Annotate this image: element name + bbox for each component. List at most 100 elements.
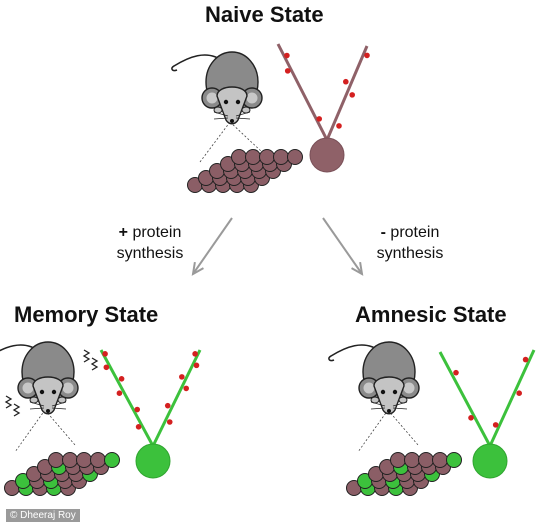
mouse-whisker	[392, 401, 408, 407]
dendritic-spine	[183, 385, 189, 392]
mouse-right-ear-inner	[403, 382, 415, 394]
title-amnesic-state: Amnesic State	[355, 302, 507, 327]
label-plus-protein-synthesis: + protein synthesis	[100, 222, 200, 264]
arrow-to-amnesic	[322, 217, 364, 276]
inactive-cell	[287, 149, 303, 165]
mouse-head	[32, 376, 64, 415]
mouse-whisker	[370, 407, 386, 410]
mouse-right-eye	[235, 99, 241, 105]
dendritic-spine	[118, 376, 125, 382]
inactive-cell	[245, 149, 261, 165]
gaze-lines-amnesic	[357, 409, 389, 453]
mouse-right-eye	[51, 389, 57, 395]
inactive-cell	[48, 452, 64, 468]
mouse-left-ear-inner	[22, 382, 34, 394]
dendritic-spine	[284, 68, 291, 74]
arrow-head	[351, 261, 364, 276]
dendritic-spine	[166, 419, 173, 425]
neuron-soma	[309, 137, 345, 173]
label-minus-protein-synthesis: - protein synthesis	[360, 222, 460, 264]
inactive-cell	[90, 452, 106, 468]
inactive-cell	[418, 452, 434, 468]
gaze-lines-amnesic	[387, 409, 419, 446]
mouse-whisker	[29, 407, 45, 410]
dendritic-spine	[164, 402, 171, 409]
dendritic-spine	[343, 78, 349, 85]
inactive-cell	[62, 452, 78, 468]
mouse-whisker	[51, 407, 67, 410]
mouse-tail	[328, 344, 382, 362]
dendritic-spine	[134, 406, 141, 413]
inactive-cell	[404, 452, 420, 468]
gaze-lines-memory	[44, 409, 76, 446]
inactive-cell	[259, 149, 275, 165]
gaze-lines-memory	[14, 409, 46, 453]
dendritic-spine	[116, 390, 123, 397]
mouse-whisker	[213, 117, 229, 120]
mouse-left-eye	[223, 99, 229, 105]
dendritic-spine	[492, 422, 499, 428]
mouse-nose	[230, 119, 234, 123]
arrow-to-memory	[191, 217, 233, 276]
title-naive-state: Naive State	[205, 2, 324, 27]
label-plus-line1: protein	[132, 224, 182, 241]
dendritic-spine	[516, 390, 522, 397]
neuron-soma	[472, 443, 508, 479]
neuron-soma	[135, 443, 171, 479]
arrow-shaft	[192, 217, 233, 275]
mouse-left-ear-inner	[363, 382, 375, 394]
inactive-cell	[432, 452, 448, 468]
mouse-whisker	[392, 407, 408, 410]
inactive-cell	[231, 149, 247, 165]
dendritic-spine	[336, 123, 342, 129]
cell-grid-amnesic	[346, 452, 462, 496]
mouse-amnesic	[328, 341, 420, 415]
arrow-shaft	[322, 217, 363, 275]
gaze-lines-naive	[199, 121, 231, 163]
mouse-whisker	[235, 111, 251, 117]
title-memory-state: Memory State	[14, 302, 159, 327]
dendrite-right	[488, 349, 536, 447]
arrow-head	[191, 261, 204, 276]
vibration-marks-left-1	[4, 395, 13, 409]
label-minus-sign: -	[380, 224, 386, 241]
mouse-head	[373, 376, 405, 415]
mouse-head	[216, 86, 248, 125]
mouse-whisker	[213, 111, 229, 117]
mouse-left-eye	[380, 389, 386, 395]
mouse-naive	[171, 51, 263, 125]
neuron-amnesic	[438, 349, 536, 479]
dendrite-left	[99, 349, 155, 447]
dendritic-spine	[468, 415, 474, 421]
inactive-cell	[76, 452, 92, 468]
mouse-whisker	[51, 401, 67, 407]
dendritic-spine	[102, 351, 108, 357]
mouse-right-eye	[392, 389, 398, 395]
mouse-whisker	[235, 117, 251, 120]
dendritic-spine	[453, 369, 459, 376]
neuron-memory	[99, 349, 202, 479]
mouse-right-ear-inner	[62, 382, 74, 394]
neuron-naive	[276, 43, 370, 173]
dendrite-left	[438, 351, 492, 447]
dendrite-left	[276, 43, 329, 141]
dendritic-spine	[284, 52, 290, 59]
dendritic-spine	[179, 374, 185, 380]
dendritic-spine	[192, 351, 198, 357]
mouse-left-eye	[39, 389, 45, 395]
mouse-tail	[171, 54, 225, 72]
dendrite-right	[151, 349, 202, 447]
mouse-whisker	[370, 401, 386, 407]
cell-grid-naive	[187, 149, 303, 193]
vibration-marks-left-2	[12, 403, 21, 417]
dendritic-spine	[349, 92, 356, 98]
dendritic-spine	[103, 364, 110, 371]
vibration-marks-right-2	[90, 357, 99, 371]
mouse-left-ear-inner	[206, 92, 218, 104]
active-cell	[104, 452, 120, 468]
mouse-tail	[0, 344, 41, 353]
inactive-cell	[390, 452, 406, 468]
dendrite-right	[325, 45, 369, 141]
